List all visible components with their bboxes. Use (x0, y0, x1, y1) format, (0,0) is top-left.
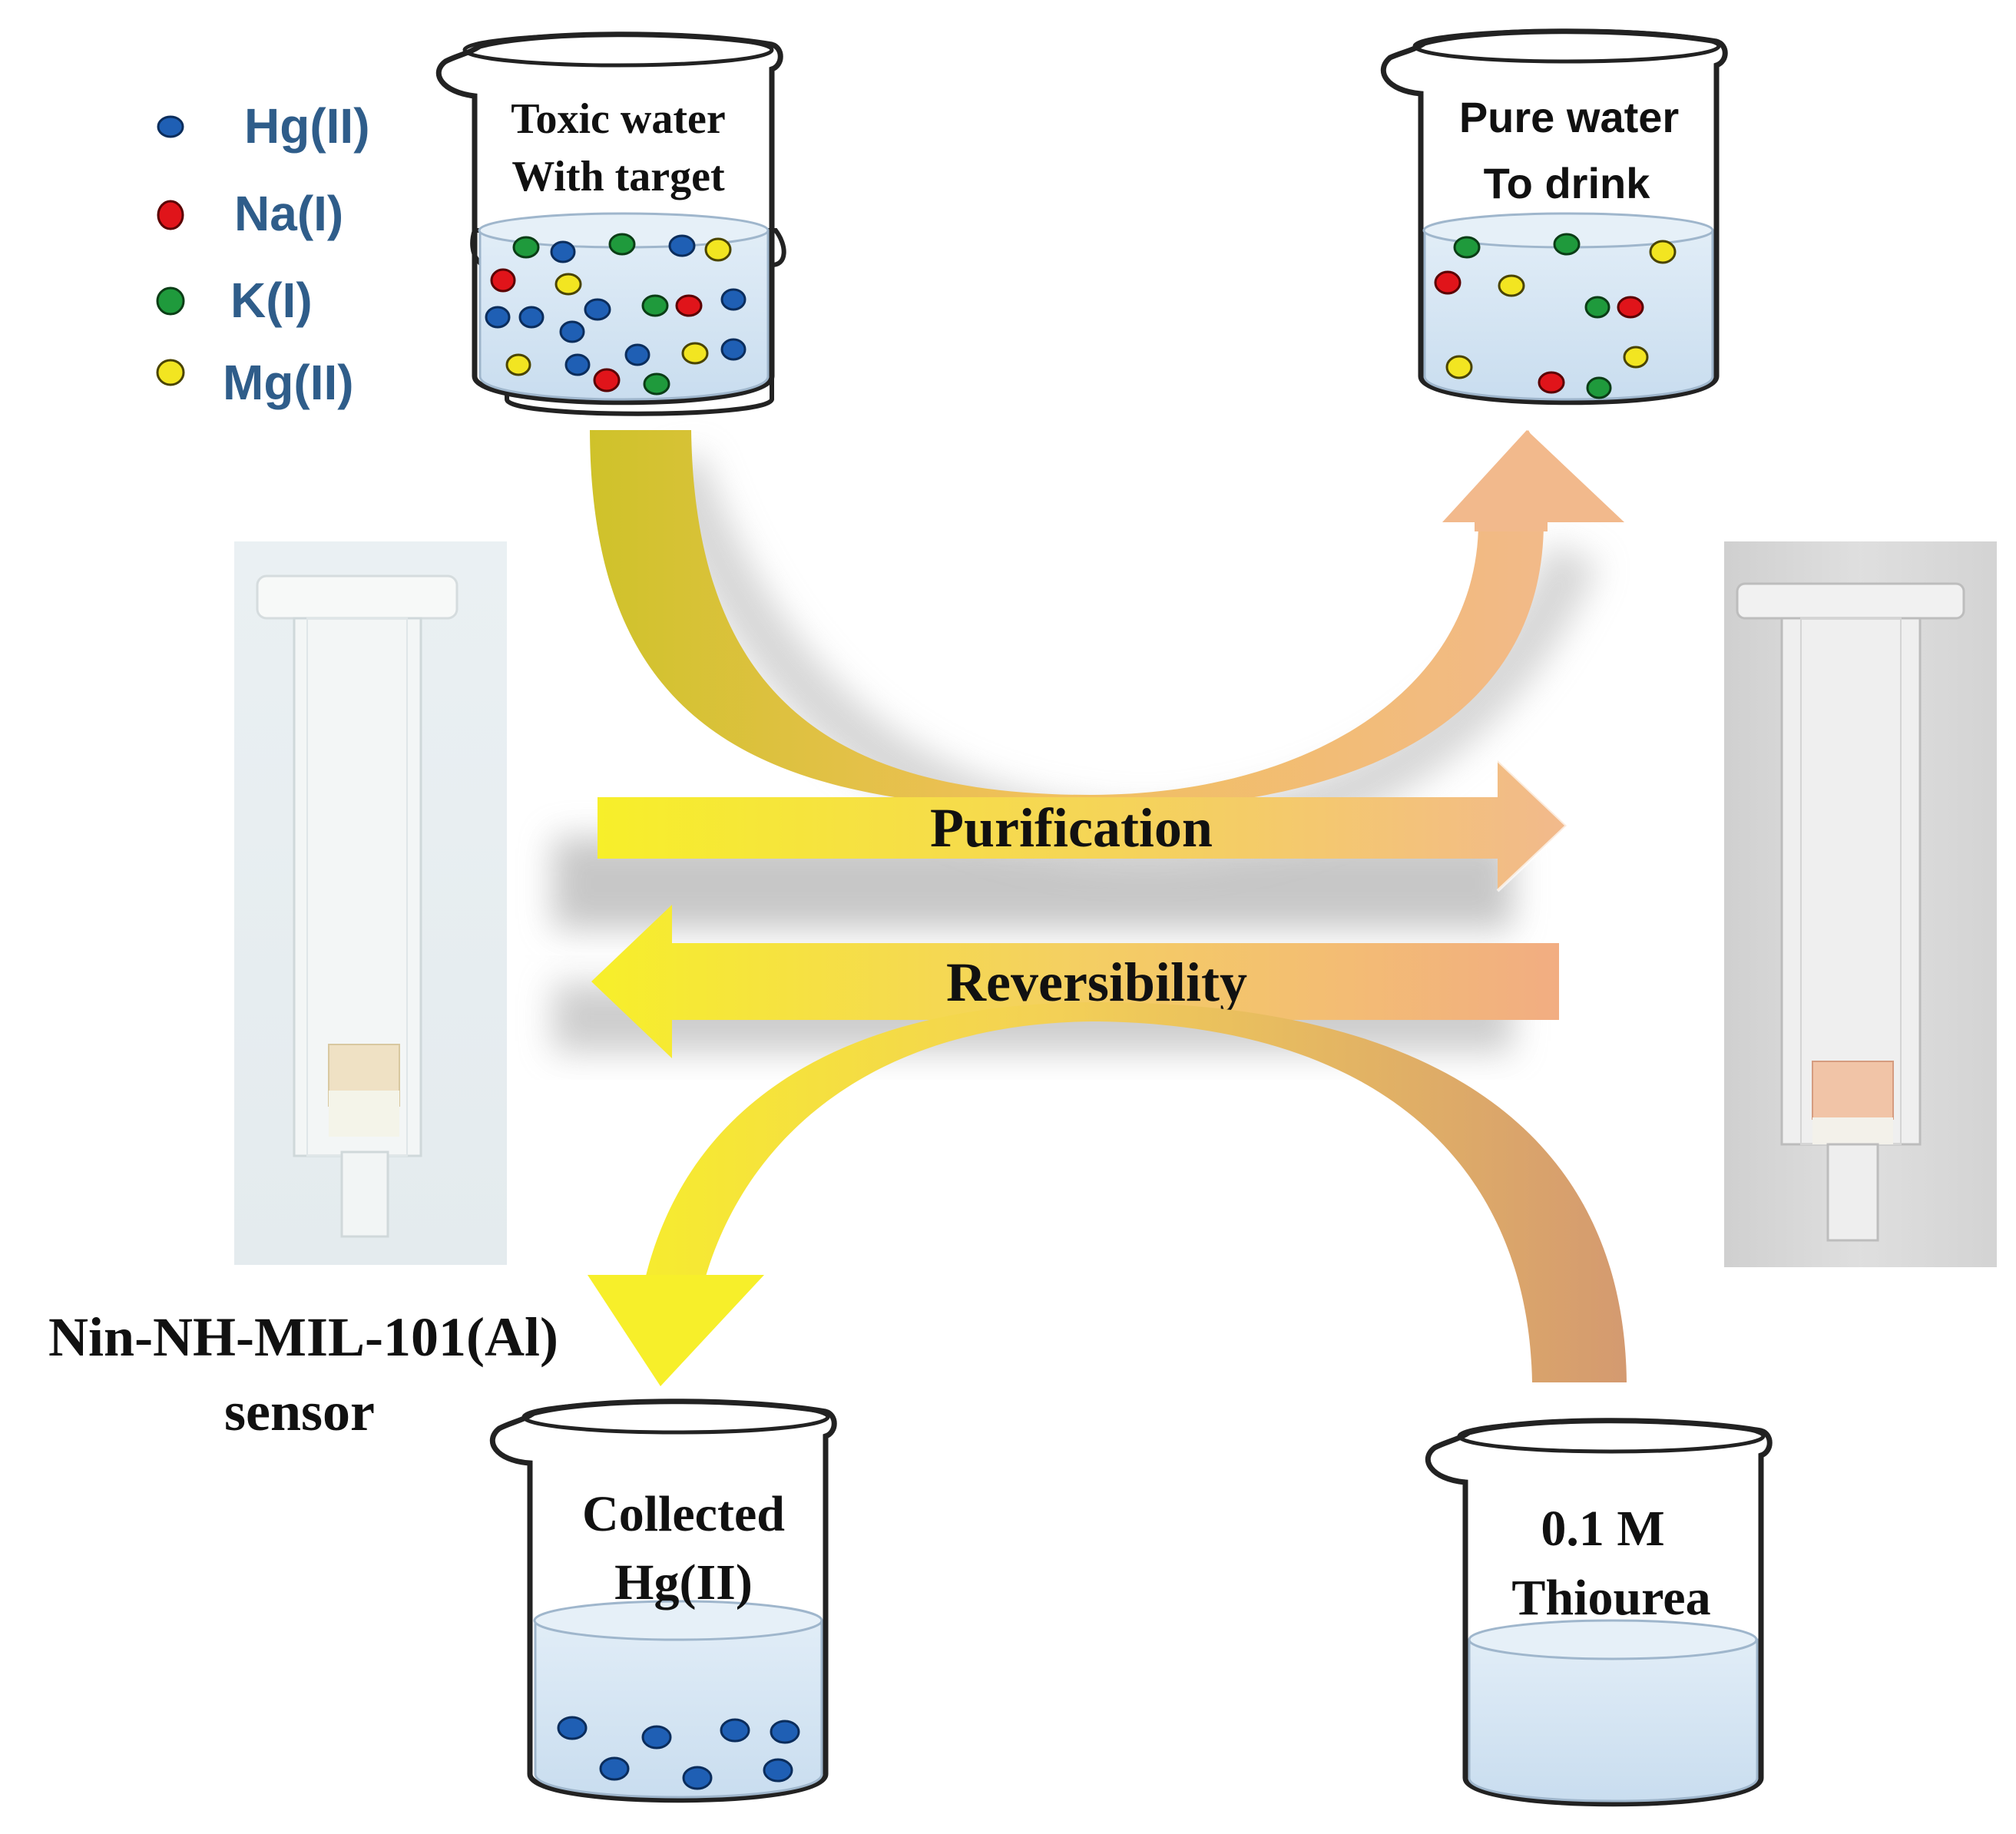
legend-dot-hg (157, 115, 184, 138)
collected-hg-ions (557, 1716, 800, 1790)
beaker-toxic-line1: Toxic water (511, 95, 725, 143)
beaker-thiourea-line1: 0.1 M (1541, 1501, 1664, 1557)
toxic-ions (485, 233, 746, 396)
purification-label: Purification (930, 797, 1213, 859)
beaker-pure-line2: To drink (1484, 159, 1651, 207)
beaker-collected-line2: Hg(II) (614, 1554, 753, 1611)
left-sensor-photo (234, 541, 507, 1265)
beaker-pure-line1: Pure water (1459, 93, 1679, 141)
beaker-thiourea: 0.1 M Thiourea (1425, 1418, 1773, 1807)
beaker-toxic-line2: With target (511, 153, 725, 200)
reversibility-arrow: Reversibility (591, 905, 1559, 1058)
beaker-toxic-water: Toxic water With target (435, 31, 786, 416)
beaker-collected: Collected Hg(II) (489, 1399, 837, 1803)
legend-label-mg: Mg(II) (223, 355, 354, 410)
sensor-caption: Nin-NH-MIL-101(Al) sensor (48, 1306, 558, 1442)
sensor-word: sensor (224, 1381, 375, 1442)
legend-label-k: K(I) (230, 273, 313, 328)
legend: Hg(II) Na(I) K(I) Mg(II) (156, 98, 370, 410)
beaker-collected-line1: Collected (582, 1486, 785, 1542)
sensor-name: Nin-NH-MIL-101(Al) (48, 1306, 558, 1368)
legend-dot-mg (156, 359, 185, 386)
beaker-pure-water: Pure water To drink (1380, 28, 1728, 406)
right-sensor-photo (1724, 541, 1997, 1267)
legend-dot-k (156, 286, 185, 316)
legend-dot-na (157, 200, 184, 230)
legend-label-hg: Hg(II) (244, 98, 370, 154)
purification-arrow: Purification (598, 759, 1569, 892)
legend-label-na: Na(I) (234, 186, 343, 241)
beaker-thiourea-line2: Thiourea (1511, 1570, 1710, 1626)
curved-arrow-down (588, 1002, 1627, 1386)
pure-ions (1434, 233, 1677, 399)
curved-arrow-up (590, 430, 1624, 810)
